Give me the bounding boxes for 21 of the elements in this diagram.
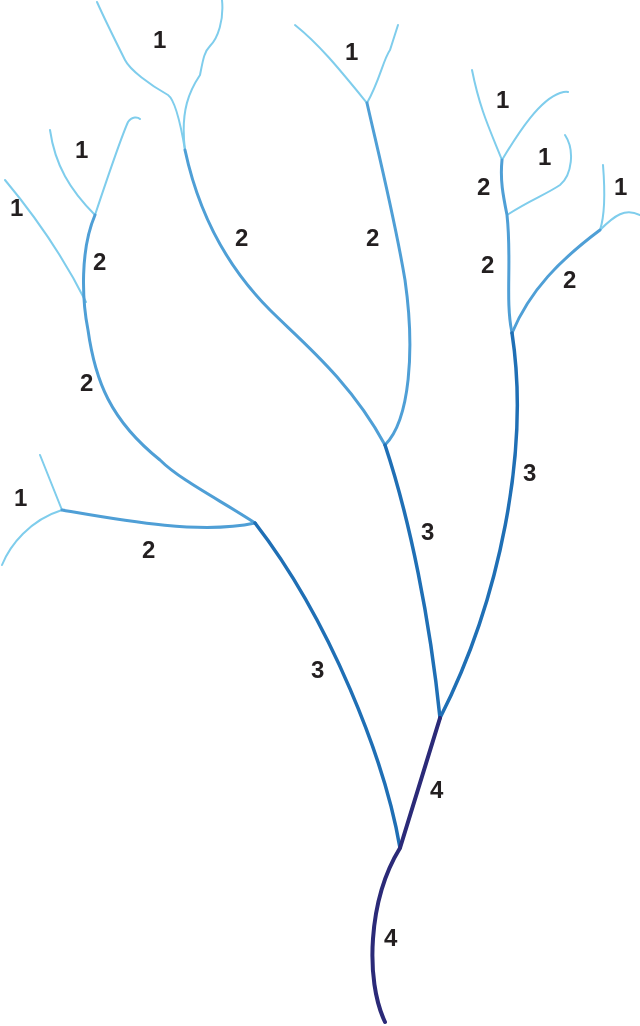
- stream-order-number: 2: [80, 371, 94, 395]
- stream-order-number: 3: [311, 658, 325, 682]
- stream-order-number: 4: [430, 778, 444, 802]
- stream-order-number: 2: [563, 268, 577, 292]
- stream-order-number: 3: [421, 520, 435, 544]
- stream-order-number: 2: [477, 175, 491, 199]
- stream-order-number: 2: [142, 538, 156, 562]
- stream-order-number: 2: [93, 250, 107, 274]
- stream-order-number: 1: [153, 28, 167, 52]
- stream-order-number: 1: [14, 486, 28, 510]
- stream-order-number: 1: [538, 145, 552, 169]
- stream-order-number: 1: [75, 138, 89, 162]
- stream-order-number: 4: [384, 926, 398, 950]
- stream-order-number: 1: [10, 196, 24, 220]
- stream-order-number: 1: [345, 40, 359, 64]
- stream-order-number: 2: [235, 226, 249, 250]
- stream-order-number: 3: [523, 461, 537, 485]
- stream-order-number: 1: [496, 88, 510, 112]
- stream-order-number: 2: [366, 226, 380, 250]
- stream-order-number: 2: [481, 253, 495, 277]
- stream-order-number: 1: [614, 175, 628, 199]
